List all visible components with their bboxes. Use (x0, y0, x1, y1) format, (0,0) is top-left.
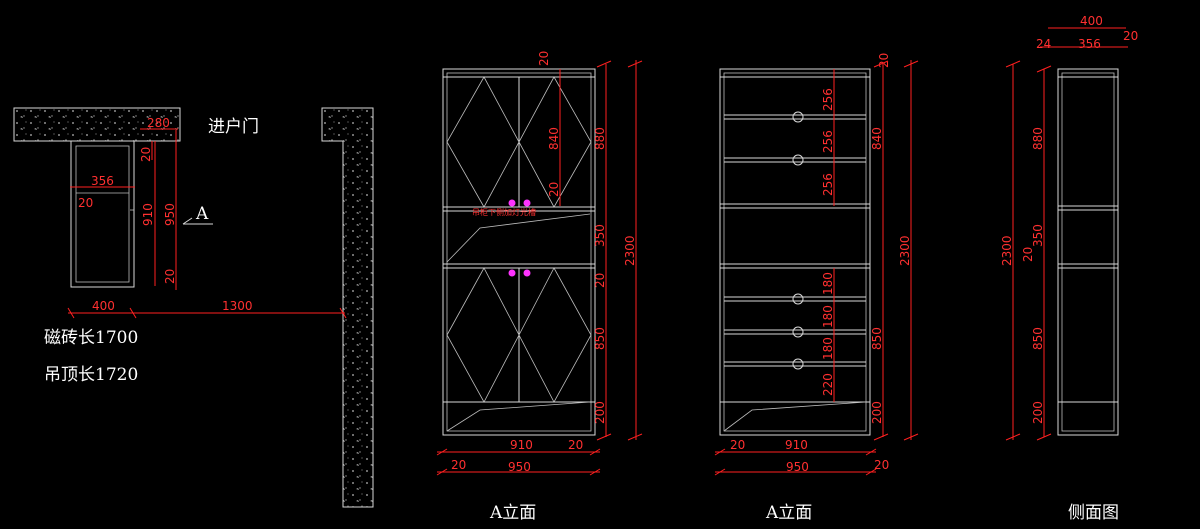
svg-text:950: 950 (508, 460, 531, 474)
dim-20b: 20 (78, 196, 93, 210)
svg-text:356: 356 (1078, 37, 1101, 51)
knob-icon (792, 111, 804, 123)
elevation-1-title: A立面 (489, 503, 536, 523)
cabinet-2-outer (719, 68, 871, 436)
dim-280: 280 (147, 116, 170, 130)
section-mark: A (195, 204, 209, 224)
dim-356: 356 (91, 174, 114, 188)
side-outer (1057, 68, 1119, 436)
svg-text:2300: 2300 (898, 235, 912, 266)
svg-text:850: 850 (593, 327, 607, 350)
svg-text:910: 910 (785, 438, 808, 452)
svg-text:840: 840 (870, 127, 884, 150)
dim-950: 950 (163, 203, 177, 226)
side-view: 400 24 356 20 880 350 20 850 200 2300 侧面… (1000, 14, 1138, 523)
svg-text:200: 200 (1031, 401, 1045, 424)
svg-text:950: 950 (786, 460, 809, 474)
knob-icon (792, 358, 804, 370)
svg-text:400: 400 (1080, 14, 1103, 28)
plan-view: A 280 20 356 20 910 950 20 400 1300 进户门 … (13, 107, 374, 508)
dim-1300: 1300 (222, 299, 253, 313)
svg-text:20: 20 (568, 438, 583, 452)
svg-text:350: 350 (1031, 224, 1045, 247)
svg-text:20: 20 (874, 458, 889, 472)
svg-text:910: 910 (510, 438, 533, 452)
dim-20a: 20 (139, 147, 153, 162)
right-wall (321, 107, 374, 508)
svg-text:180: 180 (821, 337, 835, 360)
knob-icon (792, 154, 804, 166)
svg-text:256: 256 (821, 173, 835, 196)
svg-text:20: 20 (1123, 29, 1138, 43)
door-label: 进户门 (208, 117, 259, 137)
elevation-2-title: A立面 (765, 503, 812, 523)
elevation-1: 吊柜下侧加灯光槽 20 840 20 880 350 20 850 200 23… (437, 51, 637, 523)
svg-text:20: 20 (730, 438, 745, 452)
svg-text:20: 20 (1021, 247, 1035, 262)
top-wall (13, 107, 181, 142)
handle-icon (523, 199, 531, 207)
svg-text:840: 840 (547, 127, 561, 150)
handle-icon (523, 269, 531, 277)
dim-400: 400 (92, 299, 115, 313)
dim-ticks (436, 60, 1052, 476)
knob-icon (792, 293, 804, 305)
svg-text:24: 24 (1036, 37, 1051, 51)
svg-text:256: 256 (821, 130, 835, 153)
svg-text:200: 200 (593, 401, 607, 424)
svg-text:2300: 2300 (1000, 235, 1014, 266)
light-groove-note: 吊柜下侧加灯光槽 (472, 207, 536, 217)
cabinet-plan-inner (75, 145, 130, 283)
cabinet-1-outer (442, 68, 596, 436)
svg-text:20: 20 (537, 51, 551, 66)
svg-text:220: 220 (821, 373, 835, 396)
svg-text:20: 20 (547, 182, 561, 197)
side-view-title: 侧面图 (1068, 503, 1119, 523)
svg-text:2300: 2300 (623, 235, 637, 266)
dim-910: 910 (141, 203, 155, 226)
ceiling-note: 吊顶长1720 (44, 365, 138, 385)
svg-text:350: 350 (593, 224, 607, 247)
elevation-2: 20 256 256 256 840 2300 180 180 180 220 … (715, 53, 912, 523)
svg-text:880: 880 (593, 127, 607, 150)
dim-20c: 20 (163, 269, 177, 284)
svg-text:20: 20 (593, 273, 607, 288)
svg-text:256: 256 (821, 88, 835, 111)
svg-text:850: 850 (870, 327, 884, 350)
svg-text:180: 180 (821, 305, 835, 328)
handle-icon (508, 199, 516, 207)
svg-text:200: 200 (870, 401, 884, 424)
svg-text:180: 180 (821, 272, 835, 295)
handle-icon (508, 269, 516, 277)
cabinet-plan-outer (70, 140, 135, 288)
svg-text:850: 850 (1031, 327, 1045, 350)
tile-note: 磁砖长1700 (44, 328, 138, 348)
svg-text:20: 20 (451, 458, 466, 472)
knob-icon (792, 326, 804, 338)
svg-text:20: 20 (877, 53, 891, 68)
svg-text:880: 880 (1031, 127, 1045, 150)
